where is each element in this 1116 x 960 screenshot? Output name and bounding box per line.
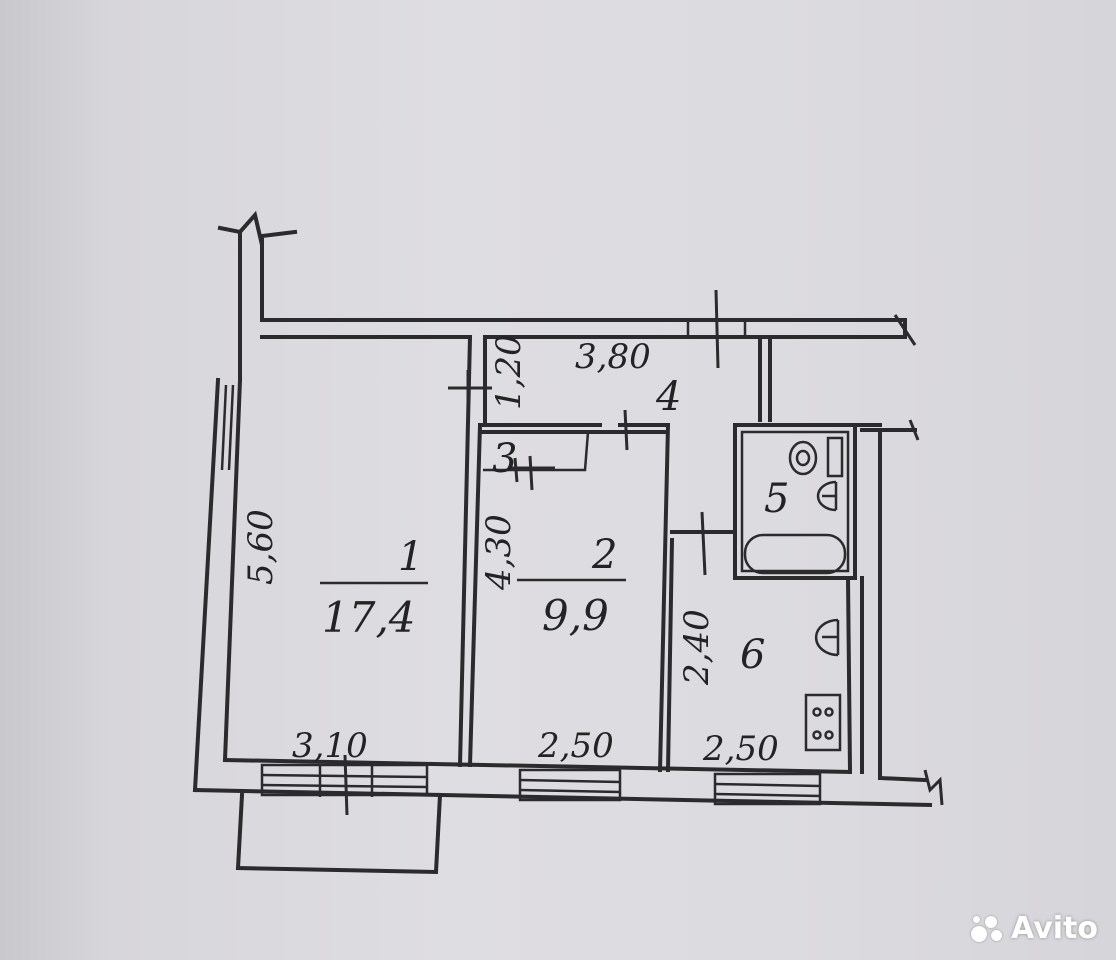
balcony xyxy=(235,792,443,875)
room-number-1: 1 xyxy=(398,534,423,580)
room-number-3: 3 xyxy=(492,436,517,482)
room-number-2: 2 xyxy=(591,532,617,578)
dim-corridor-width: 3,80 xyxy=(575,337,651,377)
stove-icon xyxy=(804,693,842,752)
dim-room6-width: 2,50 xyxy=(702,729,779,769)
dim-room2-height: 4,30 xyxy=(479,514,519,591)
toilet-icon xyxy=(788,436,844,478)
dim-room6-height: 2,40 xyxy=(677,609,717,686)
room-area-1: 17,4 xyxy=(322,593,416,642)
bathtub-icon xyxy=(743,533,847,575)
sink-icon xyxy=(816,480,838,512)
avito-logo-icon xyxy=(971,914,1005,944)
dim-corridor-height: 1,20 xyxy=(489,334,529,410)
room-number-4: 4 xyxy=(655,374,681,420)
outer-walls xyxy=(192,210,944,808)
door-marks xyxy=(448,289,747,576)
dim-room2-width: 2,50 xyxy=(537,726,614,766)
avito-watermark: Avito xyxy=(971,911,1098,946)
room-2-label: 2 9,9 xyxy=(517,532,626,640)
dim-room1-height: 5,60 xyxy=(241,509,281,585)
left-window xyxy=(220,384,235,471)
avito-wordmark: Avito xyxy=(1011,911,1098,946)
room-1-label: 1 17,4 xyxy=(320,534,428,642)
dim-room1-width: 3,10 xyxy=(292,726,368,766)
room-number-6: 6 xyxy=(740,632,765,678)
kitchen-sink-icon xyxy=(814,618,840,657)
bottom-windows xyxy=(260,754,822,816)
room-area-2: 9,9 xyxy=(542,591,609,640)
room-number-5: 5 xyxy=(764,476,789,522)
